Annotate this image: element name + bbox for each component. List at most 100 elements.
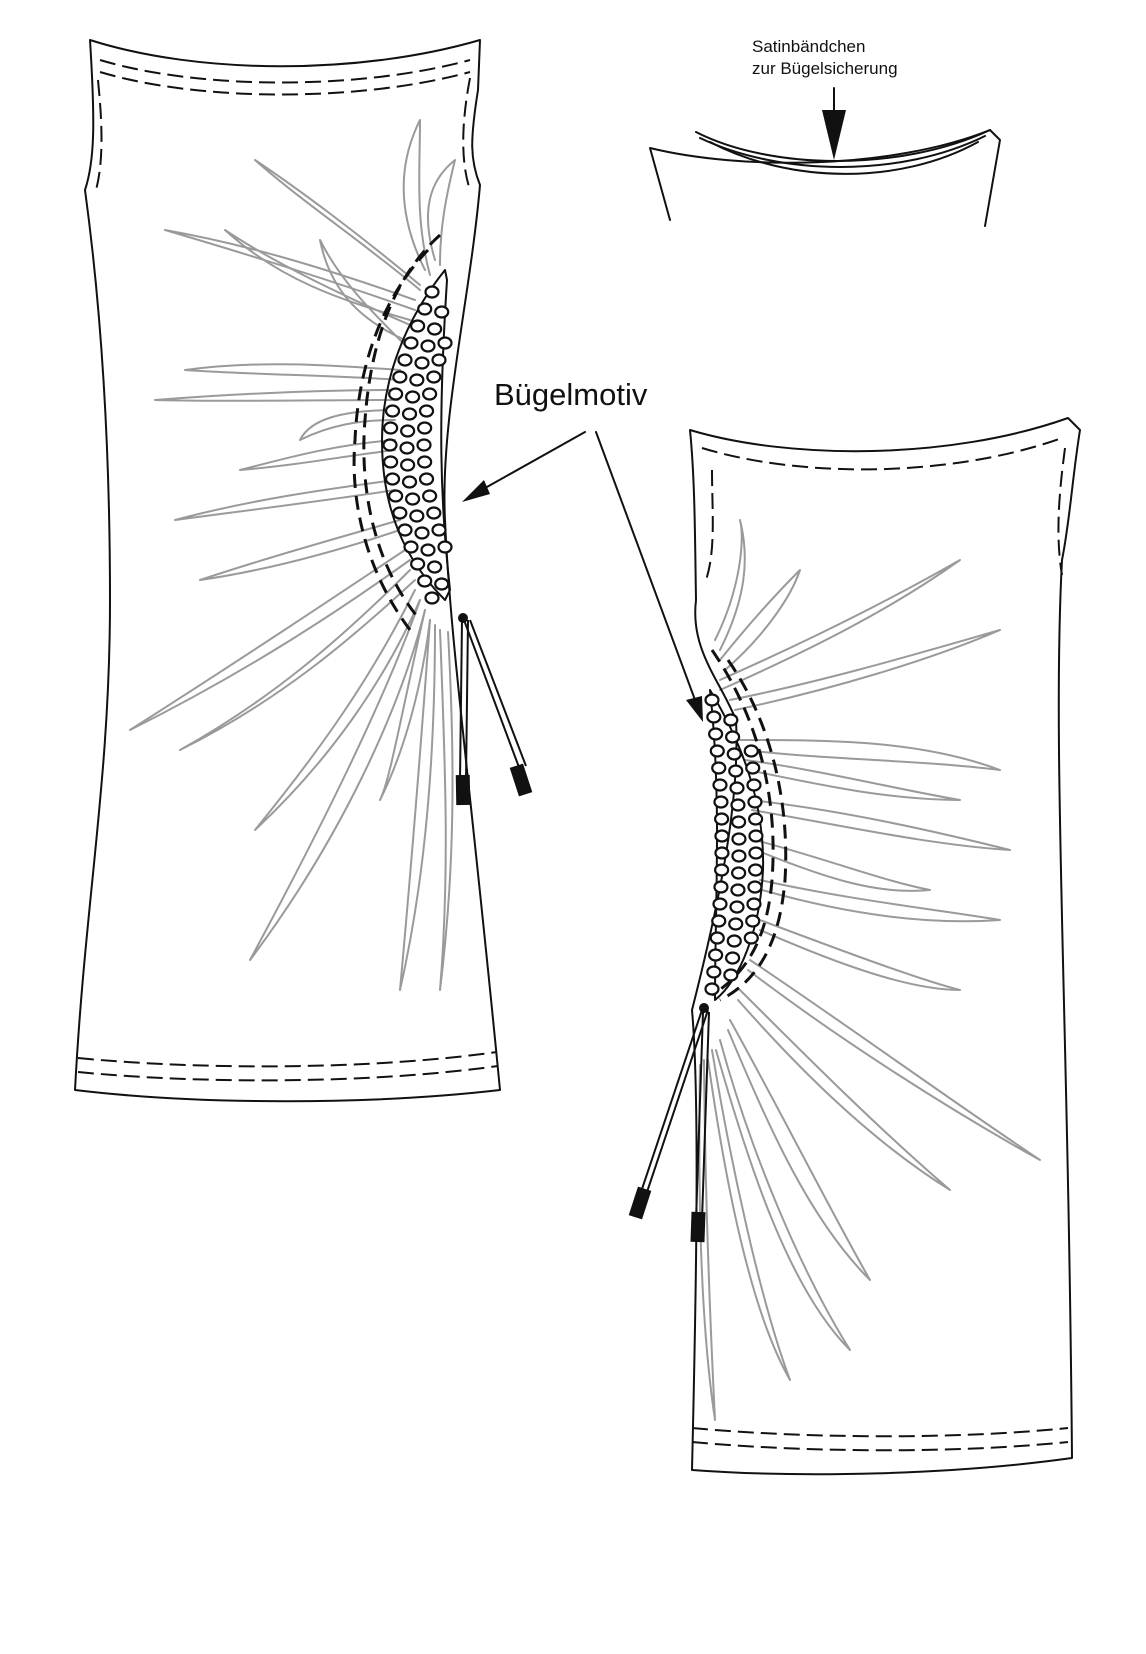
back-motif-dot [714,846,730,860]
front-motif-dot [410,319,426,333]
front-motif-dot [403,336,419,350]
front-motif-dot [388,489,404,503]
front-motif-dot [405,390,421,404]
front-dress-rays [129,119,456,991]
front-motif-dot [384,404,401,418]
back-motif-dot [713,795,729,809]
front-motif-dot [427,322,443,336]
front-motif-dot [400,424,416,438]
back-motif-dot [731,849,747,863]
front-motif-dot [410,557,426,571]
back-motif-dot [748,863,764,877]
front-motif-dot [437,540,453,554]
back-motif-dots [704,693,764,996]
front-motif-dot [388,387,404,401]
back-motif-dot [714,812,730,826]
front-motif-dot [418,404,435,418]
back-motif-dot [723,968,739,982]
front-motif-dot [397,523,413,537]
front-motif-dot [401,407,418,421]
front-motif-dot [418,472,435,486]
back-motif-dot [708,948,724,962]
front-motif-dot [405,492,421,506]
back-motif-dot [729,781,745,795]
back-motif-dot [730,883,746,897]
motif-label: Bügelmotiv [494,377,648,412]
back-motif-dot [746,778,762,792]
satin-label-line2: zur Bügelsicherung [752,59,898,78]
front-motif-dot [431,353,447,367]
back-motif-dot [706,965,722,979]
back-motif-dot [731,832,747,846]
back-motif-dot [713,880,729,894]
front-motif-dot [426,370,442,384]
front-motif-dot [417,574,433,588]
back-motif-dot [746,897,762,911]
back-motif-dot [711,914,727,928]
front-motif-dot [422,489,438,503]
back-motif-dot [743,744,759,758]
back-motif-dot [748,829,764,843]
front-motif-dot [409,373,425,387]
front-motif-dot [392,506,408,520]
back-motif-dot [709,744,725,758]
back-motif-dot [712,778,728,792]
back-motif-dot [728,764,744,778]
front-dress [74,39,501,1103]
back-motif-dot [725,730,741,744]
front-motif-dot [409,509,425,523]
back-motif-dot [729,900,745,914]
front-motif-dot [384,472,401,486]
front-motif-dots [382,285,453,605]
front-motif-dot [414,356,430,370]
back-motif-dot [748,812,764,826]
neck-detail: Satinbändchen zur Bügelsicherung [649,37,1001,227]
front-motif-dot [431,523,447,537]
front-motif-dot [417,421,433,435]
back-motif-dot [728,917,744,931]
back-motif-dot [704,693,720,707]
front-motif-dot [434,305,450,319]
front-motif-dot [392,370,408,384]
front-motif-dot [401,475,418,489]
back-motif-dot [726,934,742,948]
motif-callout: Bügelmotiv [462,377,703,722]
back-motif-dot [745,761,761,775]
back-motif-dot [714,863,730,877]
front-dress-outline [74,39,501,1103]
front-motif-dot [434,577,450,591]
front-motif-dot [414,526,430,540]
front-motif-dot [417,302,433,316]
front-motif-dot [382,438,398,452]
back-motif-dot [748,846,764,860]
back-motif-dot [731,866,747,880]
front-cords [455,613,533,806]
back-dress-rays [698,519,1041,1421]
back-dress [689,417,1081,1476]
back-motif-dot [725,951,741,965]
front-motif-dot [400,458,416,472]
back-motif-dot [747,880,763,894]
back-motif-dot [709,931,725,945]
front-motif-dot [383,455,399,469]
back-motif-dot [745,914,761,928]
back-motif-dot [743,931,759,945]
back-motif-dot [706,710,722,724]
front-motif-dot [422,387,438,401]
front-motif-dot [420,339,436,353]
front-motif-dot [426,506,442,520]
front-motif-dot [424,591,440,605]
back-motif-dot [731,815,747,829]
front-motif-dot [399,441,415,455]
front-motif-dot [397,353,413,367]
back-dress-outline [689,417,1081,1476]
back-motif-dot [726,747,742,761]
back-motif-dot [711,761,727,775]
front-motif-dot [403,540,419,554]
satin-label-line1: Satinbändchen [752,37,865,56]
back-motif-dot [730,798,746,812]
back-cords [628,1003,710,1243]
back-motif-dot [714,829,730,843]
